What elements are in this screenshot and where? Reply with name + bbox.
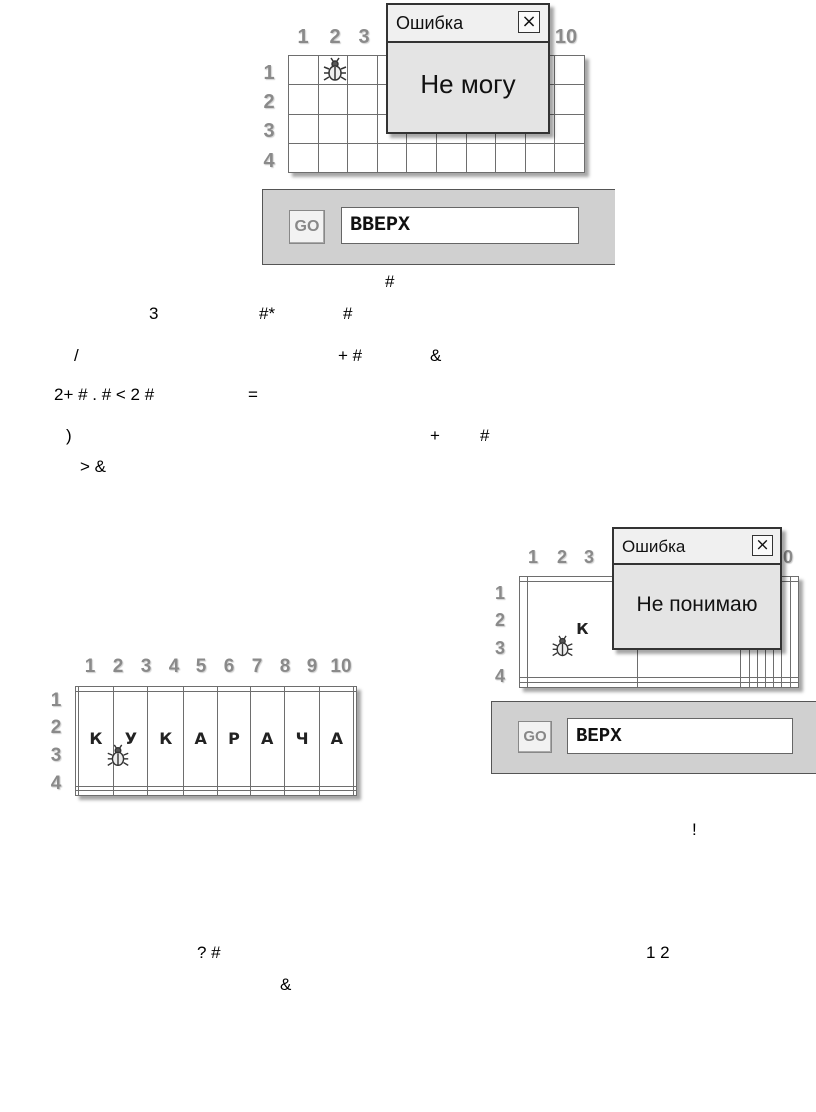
letter-cell: К	[147, 690, 185, 787]
text-fragment: +	[430, 426, 440, 445]
command-input[interactable]	[567, 718, 793, 754]
col-number: 0	[782, 547, 793, 567]
dialog-title: Ошибка	[622, 537, 686, 556]
row-number: 2	[263, 91, 275, 113]
col-number: 1	[297, 26, 309, 48]
letter-cell: Ч	[283, 690, 321, 787]
row-number: 1	[50, 690, 62, 711]
row-number: 3	[494, 638, 505, 658]
row-number: 4	[263, 150, 275, 172]
row-number: 1	[494, 583, 505, 603]
letter-cell: А	[319, 690, 355, 787]
text-fragment: &	[280, 975, 292, 994]
dialog-title: Ошибка	[396, 13, 464, 33]
error-dialog: Ошибка × Не понимаю	[612, 527, 782, 650]
text-fragment: &	[430, 346, 442, 365]
text-fragment: > &	[80, 457, 106, 476]
col-number: 3	[140, 656, 152, 677]
text-fragment: =	[248, 385, 258, 404]
text-fragment: 2+ # . # < 2 #	[54, 385, 155, 404]
dialog-message: Не понимаю	[636, 593, 758, 616]
col-number: 3	[583, 547, 594, 567]
col-number: 1	[84, 656, 96, 677]
letter-cell: У	[113, 690, 149, 787]
col-number: 2	[329, 26, 341, 48]
command-bar: GO	[491, 701, 816, 774]
beetle-icon	[107, 744, 129, 767]
col-number: 8	[279, 656, 291, 677]
row-number: 4	[494, 666, 505, 686]
text-fragment: )	[66, 426, 72, 445]
col-number: 1	[527, 547, 538, 567]
text-fragment: #	[343, 304, 353, 323]
text-fragment: #	[385, 272, 395, 291]
dialog-titlebar: Ошибка ×	[388, 5, 548, 43]
letter-cell: А	[183, 690, 219, 787]
text-fragment: + #	[338, 346, 363, 365]
row-number: 1	[263, 62, 275, 84]
letter-cell: Р	[217, 690, 251, 787]
text-fragment: #	[480, 426, 490, 445]
letter-cell: А	[249, 690, 285, 787]
text-fragment: !	[692, 820, 697, 839]
col-number: 3	[358, 26, 370, 48]
col-number: 6	[223, 656, 235, 677]
col-number: 10	[554, 26, 578, 48]
field-grid: К У К А Р А Ч А	[75, 686, 357, 796]
col-number: 2	[556, 547, 567, 567]
col-number: 10	[330, 656, 352, 677]
dialog-message: Не могу	[420, 69, 516, 99]
row-number: 3	[263, 120, 275, 142]
col-number: 2	[112, 656, 124, 677]
col-number: 7	[251, 656, 263, 677]
col-number: 4	[168, 656, 180, 677]
row-number: 3	[50, 745, 62, 766]
row-number: 2	[50, 717, 62, 738]
col-number: 5	[195, 656, 207, 677]
text-fragment: #*	[259, 304, 276, 323]
dialog-titlebar: Ошибка ×	[614, 529, 780, 565]
error-dialog: Ошибка × Не могу	[386, 3, 550, 134]
go-button[interactable]: GO	[518, 721, 552, 753]
go-button[interactable]: GO	[289, 210, 325, 244]
text-fragment: 3	[149, 304, 159, 323]
text-fragment: 1 2	[646, 943, 670, 962]
letter-cell: К	[77, 690, 115, 787]
close-icon[interactable]: ×	[752, 535, 773, 556]
close-icon[interactable]: ×	[518, 11, 540, 33]
beetle-icon	[552, 635, 573, 657]
text-fragment: ? #	[197, 943, 221, 962]
command-bar: GO	[262, 189, 615, 265]
row-number: 2	[494, 610, 505, 630]
col-number: 9	[306, 656, 318, 677]
beetle-icon	[323, 57, 347, 81]
text-fragment: /	[74, 346, 79, 365]
row-number: 4	[50, 773, 62, 794]
command-input[interactable]	[341, 207, 579, 244]
